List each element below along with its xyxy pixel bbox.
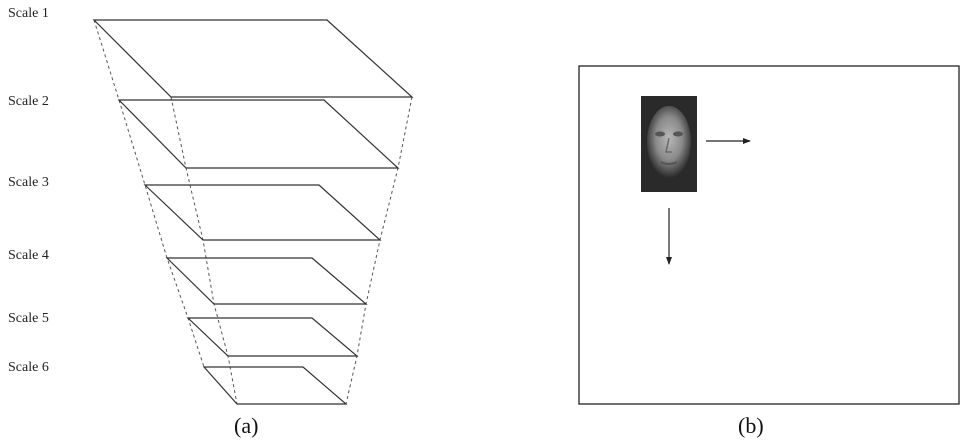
scale-label-3: Scale 3 [8, 175, 49, 190]
caption-a: (a) [234, 413, 259, 438]
pyramid-planes [92, 19, 414, 405]
connector-front-left [170, 96, 238, 405]
face-eye-left [655, 131, 665, 137]
pyramid-connectors [93, 19, 413, 405]
scale-label-1: Scale 1 [8, 6, 49, 21]
pyramid [92, 19, 414, 405]
face-eye-right [673, 131, 683, 137]
plane-scale-1 [92, 19, 414, 98]
plane-scale-4 [165, 257, 368, 305]
plane-scale-6 [202, 366, 348, 405]
face-mouth [660, 161, 678, 165]
plane-scale-3 [143, 184, 382, 241]
face-image [641, 96, 697, 192]
plane-scale-2 [117, 99, 400, 169]
connector-front-right [345, 96, 413, 405]
image-frame [578, 65, 960, 405]
face-nose [665, 137, 672, 153]
face-shape [647, 106, 691, 178]
caption-b: (b) [738, 413, 764, 438]
scale-label-5: Scale 5 [8, 311, 49, 326]
plane-scale-5 [186, 317, 359, 357]
scale-label-2: Scale 2 [8, 94, 49, 109]
connector-back-left [93, 19, 205, 368]
scan-frame [578, 65, 960, 405]
scale-label-6: Scale 6 [8, 360, 49, 375]
scale-label-4: Scale 4 [8, 248, 49, 263]
